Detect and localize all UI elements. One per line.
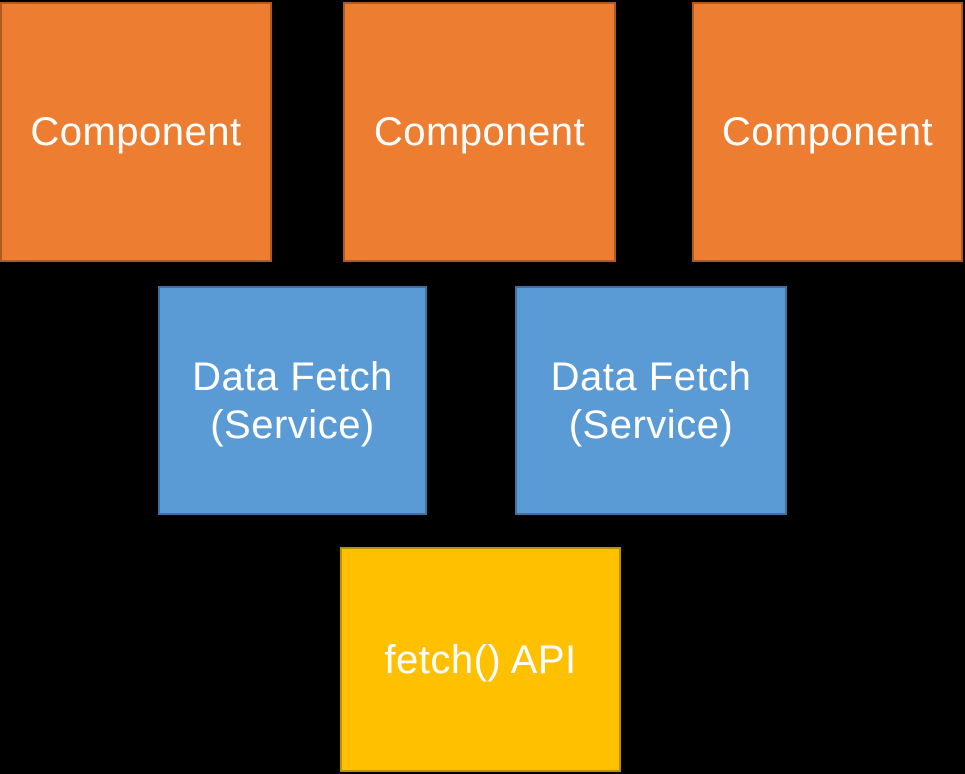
fetch-api-box: fetch() API [340, 547, 621, 772]
component-box-2: Component [343, 2, 616, 262]
data-fetch-service-box-2: Data Fetch (Service) [515, 286, 787, 515]
component-box-3: Component [692, 2, 963, 262]
box-label-line-1: Data Fetch [550, 354, 752, 399]
box-label-line-2: (Service) [210, 402, 375, 447]
data-fetch-service-box-1: Data Fetch (Service) [158, 286, 427, 515]
box-label: Component [373, 110, 586, 154]
box-label: fetch() API [384, 637, 577, 682]
box-label-line-1: Data Fetch [192, 354, 393, 399]
box-label: Component [30, 110, 242, 154]
box-label: Component [721, 110, 934, 154]
box-label-line-2: (Service) [568, 402, 734, 447]
component-box-1: Component [0, 2, 272, 262]
